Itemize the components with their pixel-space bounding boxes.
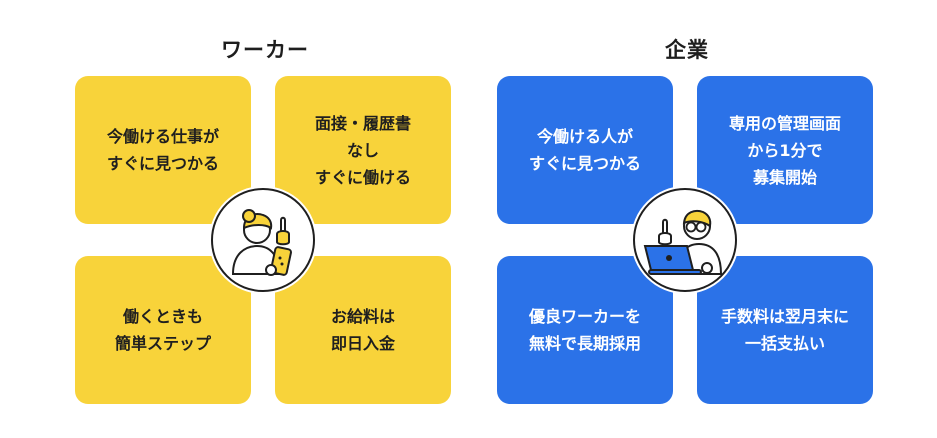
worker-card-find-job: 今働ける仕事が すぐに見つかる [75, 76, 251, 224]
company-card-find-people: 今働ける人が すぐに見つかる [497, 76, 673, 224]
worker-card-same-day-pay: お給料は 即日入金 [275, 256, 451, 404]
company-card-monthly-payment: 手数料は翌月末に 一括支払い [697, 256, 873, 404]
worker-with-smartphone-icon [211, 188, 315, 292]
company-card-free-hiring: 優良ワーカーを 無料で長期採用 [497, 256, 673, 404]
company-heading: 企業 [665, 38, 709, 62]
company-card-admin-screen: 専用の管理画面 から1分で 募集開始 [697, 76, 873, 224]
employer-with-laptop-icon [633, 188, 737, 292]
worker-card-no-interview: 面接・履歴書 なし すぐに働ける [275, 76, 451, 224]
worker-heading: ワーカー [221, 38, 309, 62]
worker-card-easy-steps: 働くときも 簡単ステップ [75, 256, 251, 404]
